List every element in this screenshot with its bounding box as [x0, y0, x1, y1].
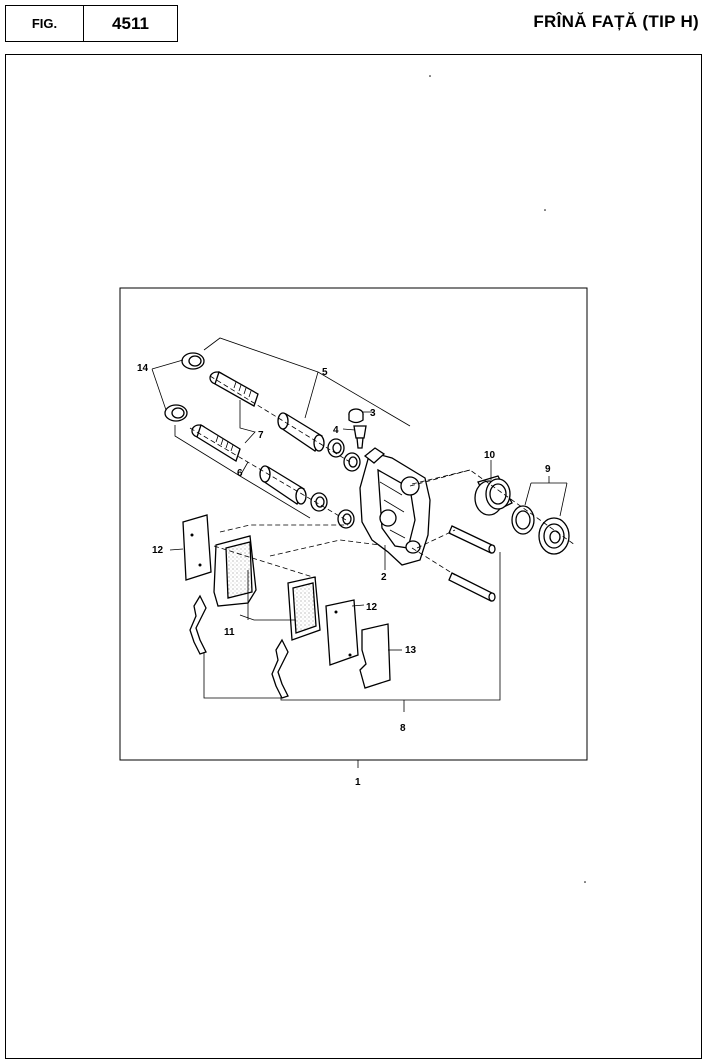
- callout-7: 7: [258, 430, 264, 441]
- caliper-body: [359, 447, 431, 566]
- callout-5: 5: [322, 367, 328, 378]
- axis-lines: [189, 375, 576, 579]
- guide-pin-lower: [191, 424, 241, 462]
- retaining-pin-upper: [448, 525, 496, 554]
- bleed-screw: [353, 425, 367, 449]
- anti-rattle-spring-right: [271, 638, 289, 699]
- speck: [544, 209, 546, 211]
- anti-rattle-spring-left: [189, 594, 207, 655]
- piston-seal: [511, 505, 535, 535]
- anti-rattle-plate: [359, 623, 391, 689]
- callout-3: 3: [370, 408, 376, 419]
- guide-bush-lower: [164, 404, 188, 422]
- brake-pad-left: [213, 535, 257, 607]
- callout-10: 10: [484, 450, 496, 461]
- callout-4: 4: [333, 425, 339, 436]
- callout-2: 2: [381, 572, 387, 583]
- retaining-pin-lower: [448, 572, 496, 602]
- bleed-cap: [348, 408, 364, 424]
- leader-lines: [151, 337, 568, 768]
- callout-12-right: 12: [366, 602, 378, 613]
- callout-14: 14: [137, 363, 149, 374]
- callout-6: 6: [237, 468, 243, 479]
- piston: [474, 475, 513, 516]
- speck: [429, 75, 431, 77]
- pad-shim-right: [325, 599, 359, 666]
- page-title: FRÎNĂ FAȚĂ (TIP H): [533, 12, 699, 31]
- callout-8: 8: [400, 723, 406, 734]
- callout-11: 11: [224, 627, 235, 638]
- speck: [584, 881, 586, 883]
- outer-frame: [5, 54, 702, 1059]
- brake-pad-right: [287, 576, 321, 641]
- guide-sleeve-lower: [259, 465, 307, 505]
- assembly-frame: [119, 287, 588, 761]
- callout-12-left: 12: [152, 545, 164, 556]
- guide-bush-upper: [181, 352, 205, 370]
- fig-number: 4511: [83, 5, 178, 42]
- callout-13: 13: [405, 645, 417, 656]
- dust-boot-lower: [310, 492, 355, 529]
- guide-pin-upper: [209, 371, 259, 407]
- piston-dust-boot: [538, 517, 570, 555]
- dust-boot-upper: [327, 438, 361, 472]
- pad-shim-left: [182, 514, 212, 581]
- callout-9: 9: [545, 464, 551, 475]
- callout-1: 1: [355, 777, 361, 788]
